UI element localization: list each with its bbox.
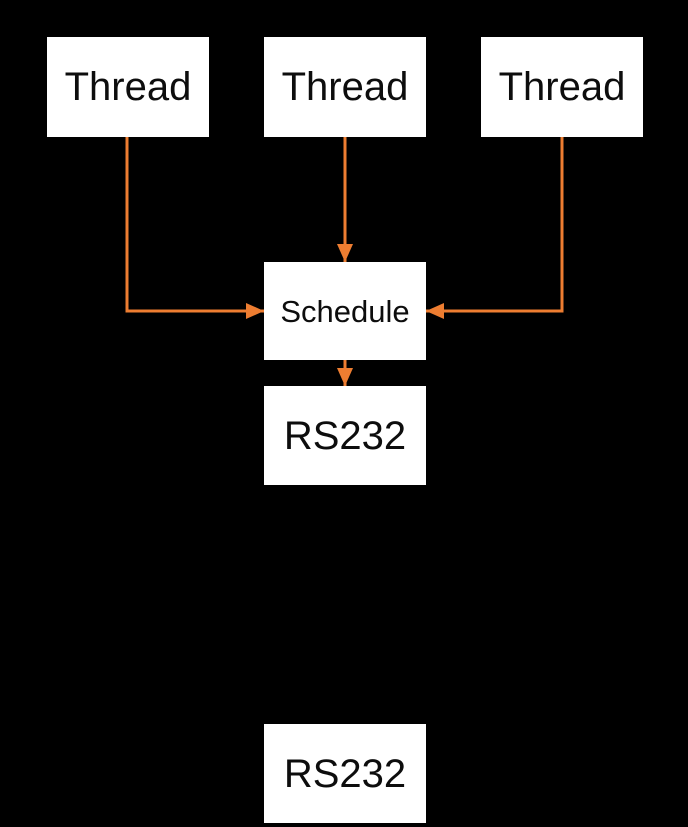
node-thread-1: Thread [47,37,209,137]
node-thread-2: Thread [264,37,426,137]
node-rs232-bottom-label: RS232 [283,751,407,796]
edge-thread1-to-schedule [125,137,264,319]
node-thread-3: Thread [481,37,643,137]
node-thread-3-label: Thread [498,65,626,109]
edge-thread3-to-schedule [426,137,564,319]
node-thread-1-label: Thread [64,65,192,109]
node-rs232-bottom: RS232 [264,724,426,823]
node-rs232-top-label: RS232 [283,413,407,458]
node-thread-2-label: Thread [281,65,409,109]
node-rs232-top: RS232 [264,386,426,485]
node-schedule: Schedule [264,262,426,360]
node-schedule-label: Schedule [280,293,410,329]
